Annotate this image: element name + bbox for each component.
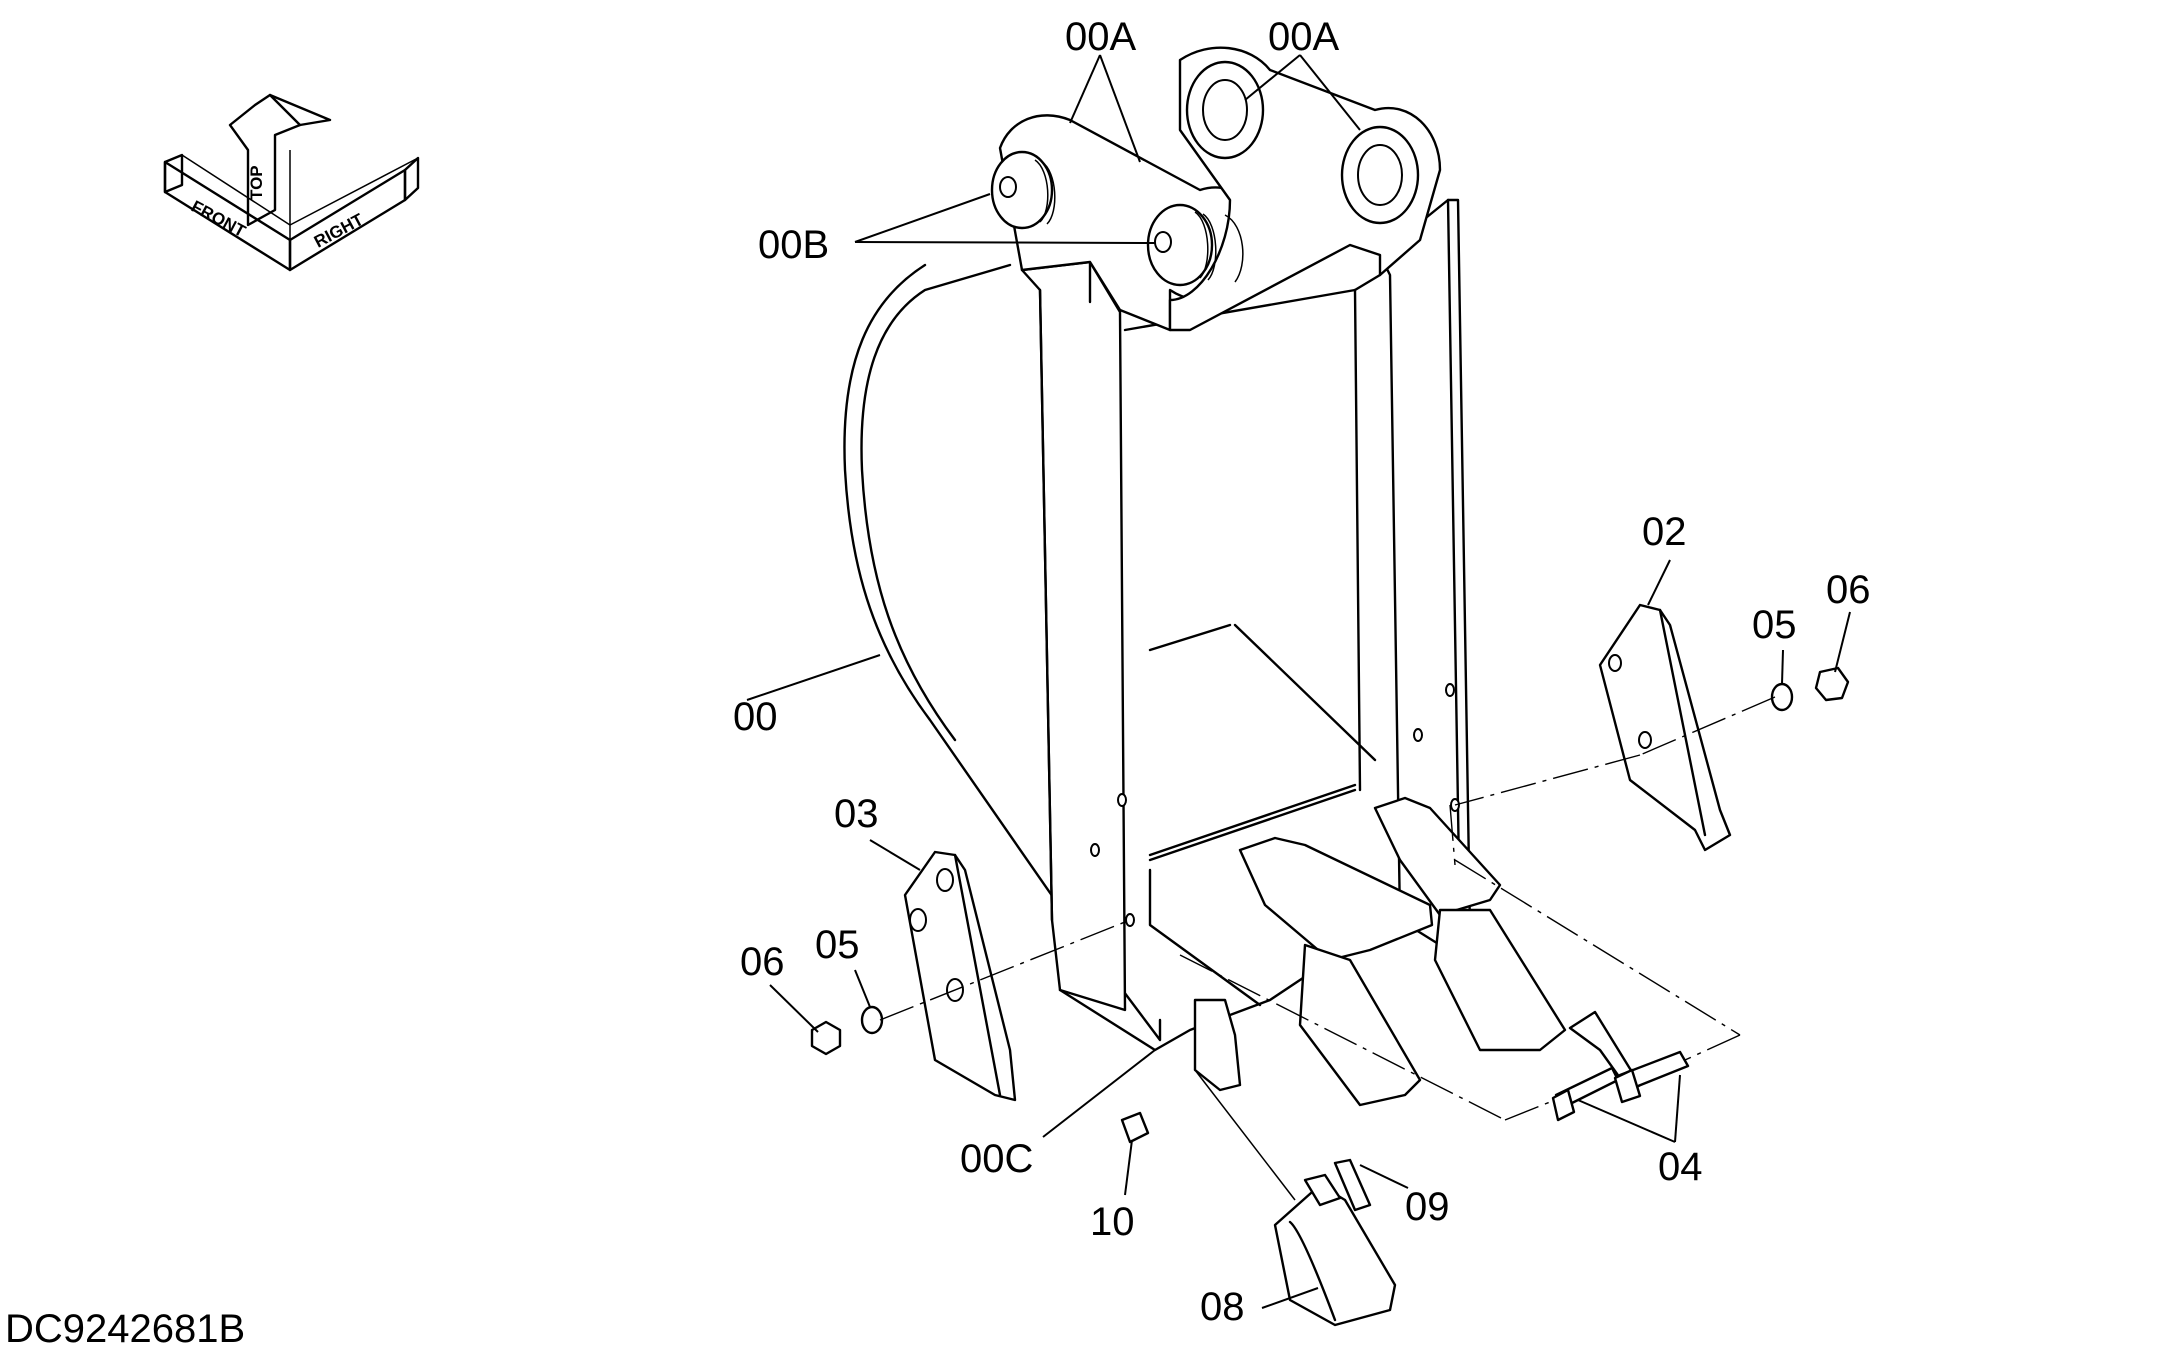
label-10: 10 [1090,1200,1135,1244]
label-09: 09 [1405,1185,1450,1229]
leader-lines [746,54,1851,1309]
loose-tooth [1273,1173,1397,1327]
label-03: 03 [834,792,879,836]
label-00A-right: 00A [1268,15,1339,59]
side-cutter-left [903,850,1017,1102]
label-05-right: 05 [1752,603,1797,647]
label-05-left: 05 [815,923,860,967]
top-label: TOP [247,165,266,200]
label-00C: 00C [960,1137,1033,1181]
side-cutter-right [1598,603,1732,852]
orientation-indicator: FRONT TOP RIGHT [163,93,420,272]
front-label: FRONT [188,197,249,242]
label-04: 04 [1658,1145,1703,1189]
label-00B: 00B [758,223,829,267]
assembly-centerlines [879,696,1776,1201]
mounted-teeth [1193,796,1567,1107]
mounting-brackets [990,46,1442,332]
label-00: 00 [733,695,778,739]
hardware [810,666,1850,1212]
label-00A-left: 00A [1065,15,1136,59]
label-06-left: 06 [740,940,785,984]
right-label: RIGHT [311,210,367,252]
part-labels: 00A 00A 00B 00 00C 02 03 04 05 06 05 06 … [733,15,1871,1329]
label-06-right: 06 [1826,568,1871,612]
drawing-number: DC9242681B [5,1307,245,1348]
bucket-body [843,198,1472,1052]
label-08: 08 [1200,1285,1245,1329]
label-02: 02 [1642,510,1687,554]
